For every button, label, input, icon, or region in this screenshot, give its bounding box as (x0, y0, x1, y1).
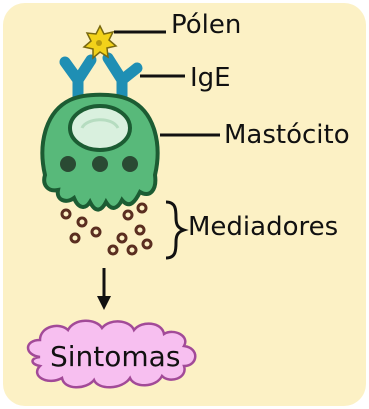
cell-nucleus (70, 106, 130, 150)
mast-cell-icon (42, 95, 157, 210)
down-arrow-icon (97, 268, 111, 310)
cell-granules (60, 156, 138, 172)
mediator-granules (62, 204, 151, 254)
label-polen: Pólen (171, 12, 241, 38)
label-ige: IgE (190, 65, 231, 91)
pollen-grain-icon (84, 26, 116, 58)
mediadores-brace-icon (166, 202, 184, 258)
label-mastocito: Mastócito (224, 122, 350, 148)
ige-antibody-icon (65, 58, 137, 98)
label-sintomas: Sintomas (50, 343, 180, 371)
label-mediadores: Mediadores (188, 214, 338, 240)
